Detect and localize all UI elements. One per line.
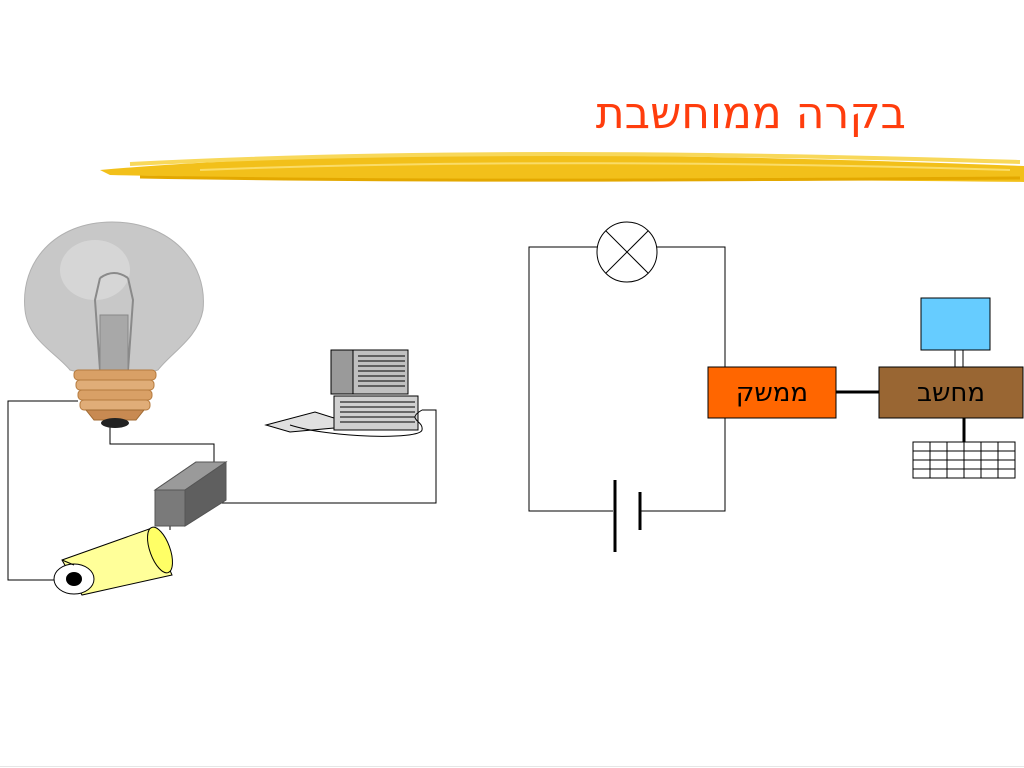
battery-symbol-icon bbox=[613, 480, 642, 552]
schematic-wire-right-top bbox=[657, 246, 726, 367]
computer-icon bbox=[264, 349, 423, 437]
schematic-wire-right-bottom bbox=[640, 418, 726, 512]
interface-label: ממשק bbox=[736, 378, 808, 408]
wire-interface-computer bbox=[215, 409, 437, 504]
wire-bulb-battery bbox=[7, 400, 78, 581]
light-bulb-icon bbox=[24, 221, 204, 428]
keyboard-icon bbox=[912, 418, 1016, 479]
computer-box bbox=[878, 366, 1024, 419]
pictorial-circuit bbox=[7, 221, 437, 596]
battery-icon bbox=[53, 526, 173, 596]
slide-title: בקרה ממוחשבת bbox=[595, 88, 906, 139]
computer-label: מחשב bbox=[917, 378, 985, 408]
title-underline-brush bbox=[100, 152, 1024, 182]
schematic-wire-left bbox=[528, 246, 613, 512]
slide-bottom-border bbox=[0, 766, 1024, 767]
wire-bulb-interface bbox=[109, 424, 215, 466]
monitor-icon bbox=[920, 297, 991, 368]
interface-box bbox=[707, 366, 837, 419]
lamp-symbol-icon bbox=[596, 221, 658, 283]
schematic-circuit: ממשק מחשב bbox=[528, 221, 1024, 552]
interface-block-icon bbox=[153, 461, 228, 527]
